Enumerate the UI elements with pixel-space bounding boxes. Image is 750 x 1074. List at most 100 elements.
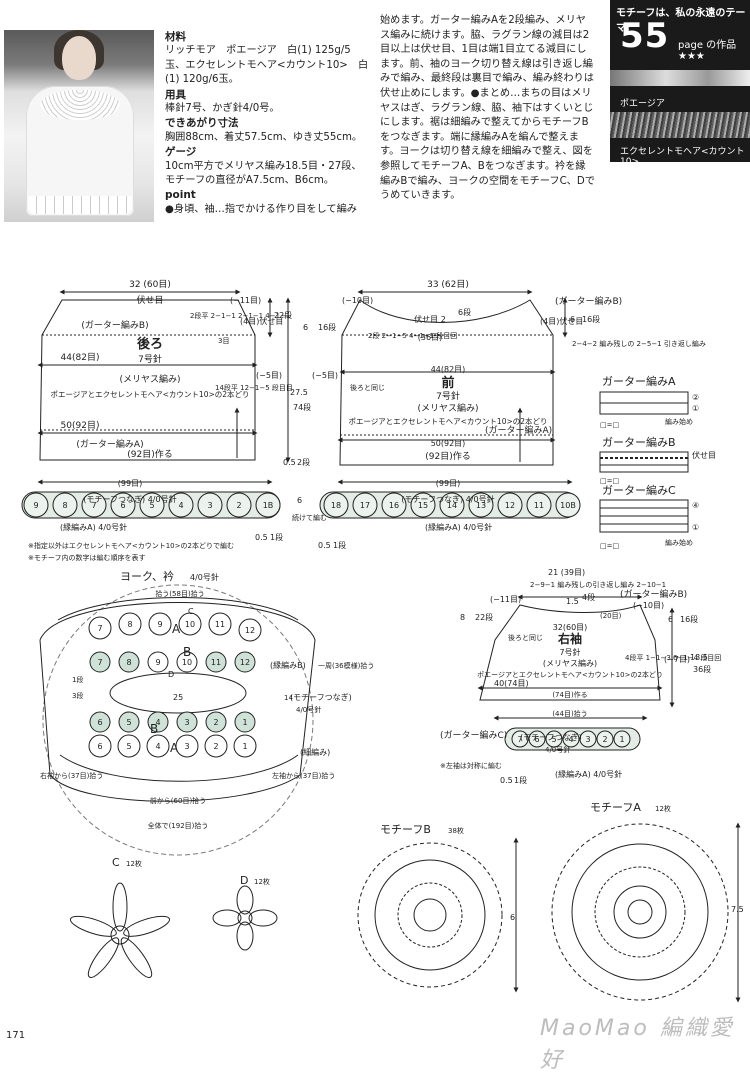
yoke-motif-upper-white [88,616,112,640]
front-outline [339,299,554,466]
chart-garter-a-title: ガーター編みA [602,374,676,388]
motif-b-size: 6 [510,913,515,922]
hem-motif-back [226,492,252,518]
yoke-total: 全体で(192目)拾う [148,821,209,830]
front-garter-a: (ガーター編みA) [485,424,552,436]
back-stockinette: (メリヤス編み) [119,373,180,385]
front-note-same: 後ろと同じ [350,383,385,392]
yoke-motif-upper-number: 12 [240,658,250,667]
yoke-len-14: 14 [284,694,293,702]
yoke-len-25: 25 [173,693,183,702]
sleeve-top: 21 (39目) [548,568,585,577]
front-len-6: 6 [570,315,575,324]
front-dec-steps: 2段 2−1−5 4−1−1 段目回 [368,331,457,340]
hem-motif-back [197,492,223,518]
hem-motif-front [381,492,407,518]
yoke-label-c: C [188,607,194,616]
yoke-motif-lower-number: 2 [213,718,218,727]
neck-opening [109,672,247,714]
sleeve-len-1: 1段 [514,775,527,785]
front-stockinette: (メリヤス編み) [417,402,478,414]
yoke-motif-lower-white-number: 6 [97,742,102,751]
hem-motif-front-number: 10B [560,501,576,510]
sleeve-len-4: 4段 [582,592,595,602]
sleeve-len-1-5: 1.5 [566,597,579,606]
sleeve-motif-number: 2 [602,735,607,744]
hem-motif-back [139,492,165,518]
front-len-16: 16段 [582,314,600,324]
back-dec-steps: 2段平 2−1−1 2−1−1 4−1−1 [190,311,290,320]
hem-motif-front-number: 12 [505,501,515,510]
yoke-motif-lower-white-number: 3 [184,742,189,751]
front-title: 前 [441,375,454,391]
hem-motif-back-number: 8 [62,501,67,510]
chart-a-row-2: ② [692,393,699,402]
yarn-sample-1 [610,70,750,86]
hem-len-6: 6 [297,496,302,505]
yoke-motif-upper-white-number: 7 [97,624,102,633]
hem-motif-back-number: 1B [263,501,274,510]
chart-a-start: 編み始め [665,417,693,426]
yarn-sample-2 [610,112,750,138]
yoke-motif-lower-white [88,734,112,758]
front-width-44: 44(82目) [431,365,466,374]
yoke-label-b-top: B [183,645,191,659]
sleeve-motif [562,730,580,748]
yoke-motif-upper-number: 7 [97,658,102,667]
front-rows-4: (4目)伏せ目 [540,316,583,326]
yoke-motif-upper [234,651,256,673]
sleeve-motif [613,730,631,748]
front-cast-on: (92目)作る [425,450,470,462]
front-center-bind: 伏せ目 2 [414,314,446,324]
hem-motif-back [255,492,281,518]
front-width-50: 50(92目) [431,439,466,448]
sleeve-edge-a: (縁編みA) 4/0号針 [555,769,622,779]
sleeve-motif [579,730,597,748]
yoke-motif-lower-white [233,734,257,758]
front-hem-edge-a: (縁編みA) 4/0号針 [425,522,492,532]
hem-note-2: ※モチーフ内の数字は編む順序を表す [28,553,145,562]
hem-motif-front-number: 17 [360,501,370,510]
yoke-motif-lower [147,711,169,733]
yoke-motif-lower [176,711,198,733]
front-hem-len-0-5: 0.5 [318,541,331,550]
sleeve-note-same: 後ろと同じ [508,633,543,642]
point-heading: point [165,189,196,202]
yoke-motif-lower-white-number: 5 [126,742,131,751]
yoke-motif-lower-white-number: 4 [155,742,160,751]
sleeve-motif-number: 5 [551,735,556,744]
chart-c-legend: □=□ [600,542,619,550]
yoke-motif-lower-number: 5 [126,718,131,727]
back-garter-a: (ガーター編みA) [76,438,143,450]
sleeve-motif-number: 4 [568,735,573,744]
yoke-label-a-top: A [172,622,181,636]
back-bind-off: 伏せ目 [136,294,163,306]
hem-motif-back [81,492,107,518]
hem-motif-front [410,492,436,518]
back-len-74: 74段 [293,402,311,412]
page-number: 171 [6,1030,26,1041]
yoke-motif-upper [89,651,111,673]
front-rest-steps: 2−4−2 編み残しの 2−5−1 引き返し編み [572,339,706,348]
hem-motif-back [52,492,78,518]
hem-continue: 続けて編む [292,513,327,522]
yoke-motif-lower-number: 6 [97,718,102,727]
yoke-motif-lower [205,711,227,733]
yoke-motif-lower-white [117,734,141,758]
sleeve-motif [511,730,529,748]
badge-title: モチーフは、私の永遠のテーマ [616,8,746,34]
yoke-motif-needle: 4/0号針 [296,705,321,714]
theme-badge: モチーフは、私の永遠のテーマ 55 page の作品 ★★★ ポエージア エクセ… [610,0,750,167]
yoke-motif-lower [89,711,111,733]
yoke-motif-upper-number: 9 [155,658,160,667]
motif-c-count: 12枚 [126,859,142,868]
front-hem-len-1: 1段 [333,540,346,550]
hem-motif-front [526,492,552,518]
yoke-motif-upper-white [148,612,172,636]
materials-block: 材料 リッチモア ポエージア 白(1) 125g/5玉、エクセレントモヘア<カウ… [165,30,370,217]
watermark: MaoMao 編織愛好 [540,1016,735,1073]
yoke-motif-upper-white [208,612,232,636]
yoke-motif-lower-number: 1 [242,718,247,727]
yoke-left-sleeve: 左袖から(37目)拾う [272,771,335,780]
